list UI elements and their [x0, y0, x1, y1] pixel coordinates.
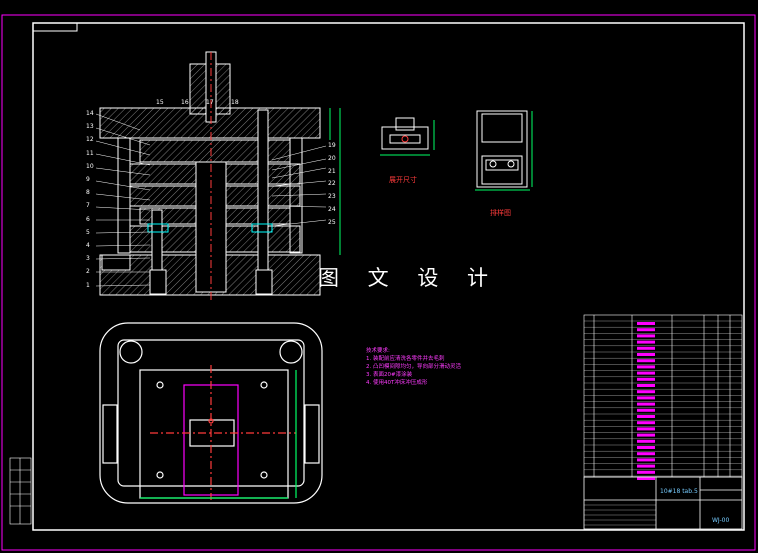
table-cell-mark	[637, 340, 655, 344]
part-number-label: 14	[86, 110, 94, 117]
note-3: 3. 表面20#漆涂装	[366, 372, 413, 378]
part-number-label: 8	[86, 189, 90, 197]
corner-label-box	[32, 22, 78, 32]
table-cell-mark	[637, 446, 655, 449]
sheet-border	[1, 14, 756, 551]
parts-list-rows	[584, 320, 742, 480]
part-number-label: 21	[328, 167, 336, 175]
strip-layout-caption: 排样图	[490, 209, 511, 217]
table-cell-mark	[637, 433, 655, 437]
left-leaders	[95, 113, 151, 287]
title-block-lines	[584, 504, 656, 526]
left-revision-table	[9, 457, 32, 525]
part-number-label: 20	[328, 154, 336, 162]
scale-text: 10#18 tab.5	[660, 488, 698, 495]
table-cell-mark	[637, 458, 655, 462]
table-cell-mark	[637, 390, 655, 394]
table-cell-mark	[637, 439, 655, 443]
section-view	[99, 51, 341, 300]
technical-requirements: 技术要求: 1. 装配前应清洗各零件并去毛刺 2. 凸凹模间隙均匀，导向部分滑动…	[366, 347, 461, 387]
table-cell-mark	[637, 384, 655, 387]
table-cell-mark	[637, 396, 655, 400]
part-number-label: 22	[328, 180, 336, 188]
table-cell-mark	[637, 353, 655, 356]
part-view	[380, 117, 435, 156]
part-number-label: 18	[231, 99, 239, 106]
table-cell-mark	[637, 421, 655, 425]
plan-view	[99, 322, 323, 504]
table-cell-mark	[637, 371, 655, 375]
table-cell-mark	[637, 477, 655, 480]
drawing-frame	[32, 22, 745, 531]
parts-list-table	[583, 314, 743, 478]
drawing-number: WJ-00	[712, 517, 730, 524]
part-number-label: 2	[86, 268, 90, 276]
strip-layout	[475, 110, 533, 191]
part-number-label: 5	[86, 228, 90, 236]
table-cell-mark	[637, 408, 655, 412]
table-cell-mark	[637, 452, 655, 456]
part-view-caption: 展开尺寸	[389, 176, 417, 184]
part-number-label: 1	[86, 281, 90, 289]
part-number-label: 15	[156, 99, 164, 106]
table-cell-mark	[637, 346, 655, 350]
title-block	[583, 476, 743, 530]
part-number-label: 25	[328, 218, 336, 226]
table-cell-mark	[637, 402, 655, 406]
part-number-label: 23	[328, 193, 336, 201]
part-number-label: 9	[86, 176, 90, 183]
part-number-label: 6	[86, 215, 90, 223]
part-number-label: 16	[181, 99, 189, 106]
table-cell-mark	[637, 464, 655, 468]
part-number-label: 17	[206, 99, 214, 106]
part-number-label: 24	[328, 206, 336, 213]
part-number-label: 7	[86, 202, 90, 210]
part-number-label: 11	[86, 149, 94, 157]
part-number-label: 10	[86, 162, 94, 170]
table-cell-mark	[637, 415, 655, 418]
part-number-label: 12	[86, 136, 94, 144]
table-cell-mark	[637, 334, 655, 338]
table-cell-mark	[637, 322, 655, 325]
table-cell-mark	[637, 365, 655, 369]
part-number-label: 19	[328, 142, 336, 149]
notes-title: 技术要求:	[366, 348, 390, 354]
note-2: 2. 凸凹模间隙均匀，导向部分滑动灵活	[366, 364, 461, 370]
note-4: 4. 使用40T冲床冲压成形	[366, 380, 428, 386]
right-leaders	[271, 145, 327, 227]
note-1: 1. 装配前应清洗各零件并去毛刺	[366, 356, 445, 362]
table-cell-mark	[637, 470, 655, 474]
part-number-label: 3	[86, 255, 90, 263]
table-cell-mark	[637, 359, 655, 363]
table-cell-mark	[637, 328, 655, 332]
part-number-label: 4	[86, 242, 90, 249]
watermark: 图 文 设 计	[318, 266, 500, 290]
table-cell-mark	[637, 377, 655, 381]
table-cell-mark	[637, 427, 655, 431]
part-number-label: 13	[86, 123, 94, 131]
